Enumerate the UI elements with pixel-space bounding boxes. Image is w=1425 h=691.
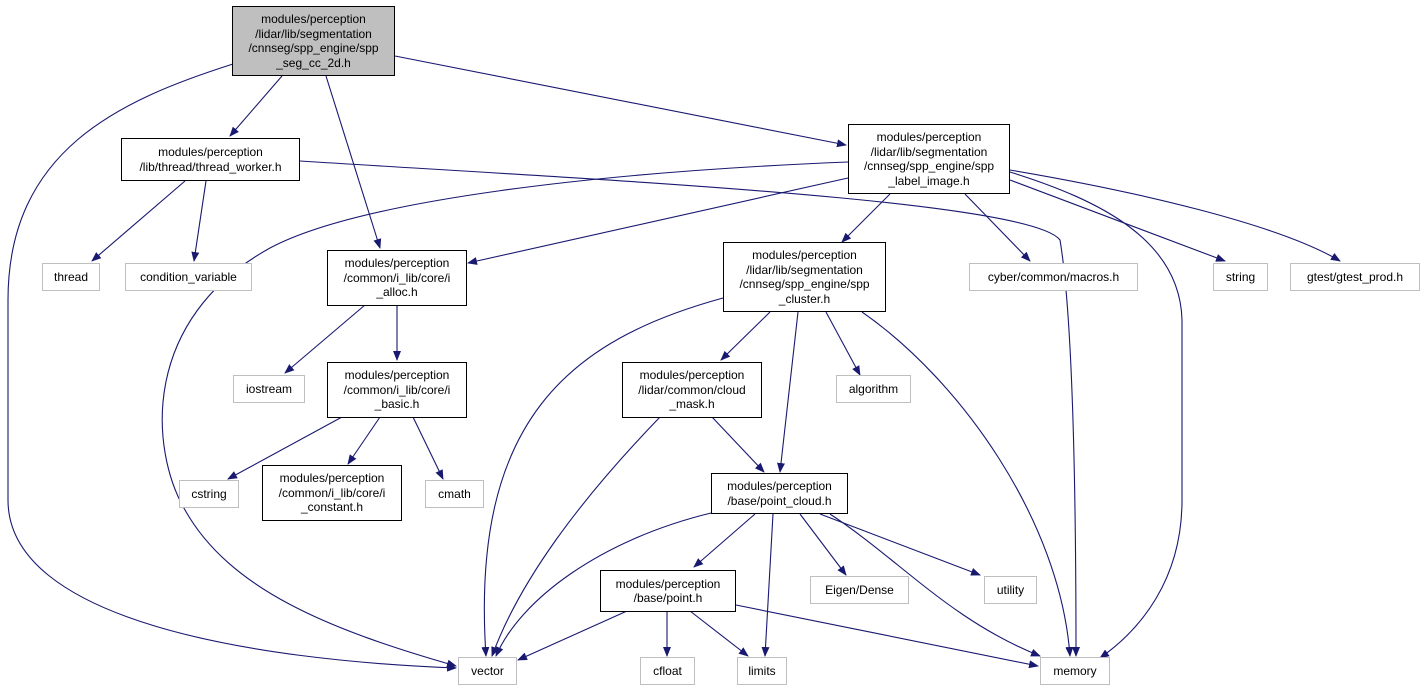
node-i-basic-h[interactable]: modules/perception /common/i_lib/core/i …	[327, 362, 467, 418]
edge-spp-label-image-to-memory	[1009, 171, 1183, 659]
edge-point-to-limits	[689, 610, 749, 657]
edge-point-to-vector	[517, 610, 628, 661]
node-i-alloc-h[interactable]: modules/perception /common/i_lib/core/i …	[327, 250, 467, 306]
node-point-h[interactable]: modules/perception /base/point.h	[600, 570, 736, 612]
node-eigen-dense: Eigen/Dense	[810, 576, 909, 604]
edge-spp-seg-cc-2d-to-i-alloc	[325, 75, 382, 249]
node-algorithm: algorithm	[836, 375, 911, 403]
node-thread-worker-h[interactable]: modules/perception /lib/thread/thread_wo…	[121, 138, 300, 181]
node-cloud-mask-h[interactable]: modules/perception /lidar/common/cloud _…	[622, 362, 762, 418]
node-cfloat: cfloat	[640, 657, 695, 685]
edge-i-basic-to-i-constant	[347, 416, 381, 465]
edge-spp-seg-cc-2d-to-thread-worker	[229, 75, 283, 137]
edge-thread-worker-to-condition-variable	[191, 180, 207, 262]
node-iostream: iostream	[233, 375, 305, 403]
edge-cloud-mask-to-vector	[491, 416, 661, 657]
edge-spp-label-image-to-string	[1009, 179, 1226, 262]
node-spp-cluster-h[interactable]: modules/perception /lidar/lib/segmentati…	[723, 242, 886, 312]
edge-point-cloud-to-vector	[495, 512, 712, 657]
edge-spp-label-image-to-i-alloc	[467, 177, 849, 265]
node-cmath: cmath	[425, 480, 484, 508]
edge-point-cloud-to-eigen-dense	[799, 513, 847, 576]
edge-spp-cluster-to-algorithm	[825, 311, 861, 376]
node-condition-variable: condition_variable	[125, 263, 252, 291]
edge-spp-label-image-to-gtest-prod	[1009, 169, 1341, 262]
edge-spp-cluster-to-cloud-mask	[720, 311, 771, 361]
node-utility: utility	[984, 576, 1037, 604]
edge-point-cloud-to-utility	[819, 513, 981, 576]
node-cstring: cstring	[179, 480, 239, 508]
edge-spp-cluster-to-point-cloud	[777, 311, 799, 473]
node-memory: memory	[1040, 657, 1110, 685]
edge-spp-cluster-to-vector	[481, 297, 724, 657]
node-point-cloud-h[interactable]: modules/perception /base/point_cloud.h	[711, 473, 848, 514]
node-spp-label-image-h[interactable]: modules/perception /lidar/lib/segmentati…	[848, 124, 1010, 194]
node-gtest-gtest-prod-h: gtest/gtest_prod.h	[1290, 263, 1420, 291]
node-cyber-common-macros-h: cyber/common/macros.h	[969, 263, 1138, 291]
edge-spp-cluster-to-memory	[861, 311, 1074, 657]
edge-i-basic-to-cstring	[227, 416, 343, 480]
edge-thread-worker-to-thread	[91, 180, 186, 262]
edge-spp-seg-cc-2d-to-vector	[7, 63, 457, 672]
node-string: string	[1213, 263, 1268, 291]
node-i-constant-h[interactable]: modules/perception /common/i_lib/core/i …	[262, 465, 402, 521]
node-thread: thread	[42, 263, 100, 291]
edge-cloud-mask-to-point-cloud	[711, 416, 765, 473]
edge-point-cloud-to-point	[693, 513, 756, 568]
edge-spp-label-image-to-spp-cluster	[841, 193, 891, 243]
edge-spp-seg-cc-2d-to-spp-label-image	[394, 55, 847, 148]
edge-point-to-memory	[735, 604, 1039, 669]
node-limits: limits	[737, 657, 787, 685]
edge-i-basic-to-cmath	[412, 416, 444, 480]
node-vector: vector	[458, 657, 517, 685]
edge-i-alloc-to-iostream	[284, 304, 366, 374]
edge-point-cloud-to-memory	[829, 513, 1041, 657]
edge-spp-label-image-to-cyber-macros	[964, 193, 1031, 262]
edge-spp-label-image-to-vector	[161, 161, 849, 668]
edge-point-cloud-to-limits	[761, 513, 774, 657]
edge-thread-worker-to-memory	[299, 160, 1080, 657]
node-spp-seg-cc-2d-h: modules/perception /lidar/lib/segmentati…	[232, 6, 395, 76]
